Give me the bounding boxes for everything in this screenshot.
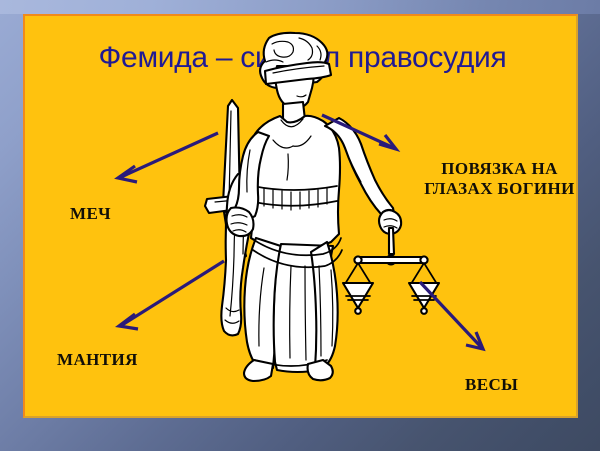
label-sword: МЕЧ: [70, 204, 112, 223]
arrow-to-sword: [114, 131, 219, 184]
label-blindfold-line2: ГЛАЗАХ БОГИНИ: [424, 179, 575, 199]
label-blindfold: ПОВЯЗКА НА ГЛАЗАХ БОГИНИ: [397, 159, 600, 199]
scales-icon: [341, 226, 441, 315]
label-blindfold-line1: ПОВЯЗКА НА: [441, 159, 558, 178]
arrow-to-scales: [418, 280, 486, 352]
arrow-to-mantle: [115, 259, 225, 331]
feet: [242, 358, 334, 383]
themis-figure: [203, 31, 441, 383]
scales-arm: [323, 116, 403, 236]
head-group: [259, 31, 333, 126]
content-panel: Фемида – символ правосудия: [23, 14, 578, 418]
arrow-layer: [114, 113, 486, 352]
label-scales: ВЕСЫ: [465, 375, 519, 394]
sword-arm: [225, 130, 271, 238]
label-mantle: МАНТИЯ: [57, 350, 138, 369]
arrow-to-blindfold: [321, 113, 401, 152]
